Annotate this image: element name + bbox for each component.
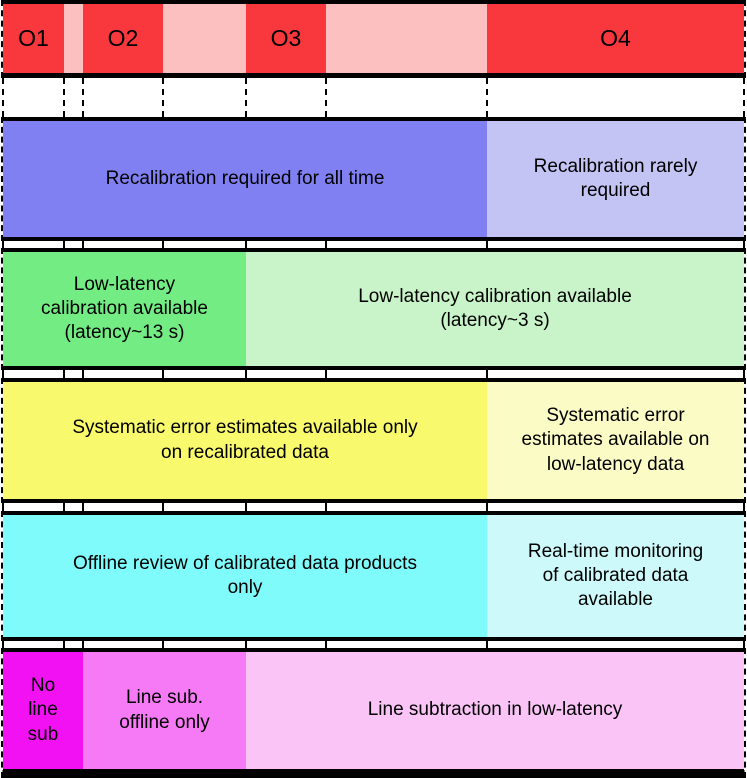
segment-lowlatency-13s: Low-latency calibration available (laten… xyxy=(3,252,246,366)
connector-tick xyxy=(245,503,247,511)
connector-tick xyxy=(82,241,84,248)
dashed-connector xyxy=(2,78,4,117)
connector-tick xyxy=(162,370,164,378)
calibrated-data-review-band: Offline review of calibrated data produc… xyxy=(1,511,746,641)
segment-offline-review: Offline review of calibrated data produc… xyxy=(3,515,487,637)
run-label-o2: O2 xyxy=(107,24,139,51)
connector-gap xyxy=(0,78,747,117)
connector-tick xyxy=(82,370,84,378)
connector-tick xyxy=(2,503,4,511)
dashed-connector xyxy=(63,78,65,117)
segment-recalibration-required: Recalibration required for all time xyxy=(3,121,487,237)
dashed-connector xyxy=(162,78,164,117)
dashed-connector xyxy=(245,78,247,117)
connector-tick xyxy=(743,370,745,378)
band-gap xyxy=(0,370,747,378)
segment-realtime-monitoring: Real-time monitoring of calibrated data … xyxy=(487,515,744,637)
connector-tick xyxy=(162,641,164,648)
band-gap xyxy=(0,641,747,648)
segment-linesub-offline: Line sub. offline only xyxy=(83,652,246,769)
segment-lowlatency-3s: Low-latency calibration available (laten… xyxy=(246,252,744,366)
band-gap xyxy=(0,503,747,511)
run-label-o4: O4 xyxy=(600,24,631,51)
connector-tick xyxy=(63,370,65,378)
connector-tick xyxy=(63,641,65,648)
connector-tick xyxy=(743,503,745,511)
run-segment-o4: O4 xyxy=(487,4,744,73)
run-segment-o3: O3 xyxy=(246,4,326,73)
run-label-o1: O1 xyxy=(18,24,49,51)
connector-tick xyxy=(486,503,488,511)
connector-tick xyxy=(325,241,327,248)
segment-no-line-sub: No line sub xyxy=(3,652,83,769)
connector-tick xyxy=(63,241,65,248)
band-gap xyxy=(0,241,747,248)
dashed-connector xyxy=(325,78,327,117)
low-latency-calibration-band: Low-latency calibration available (laten… xyxy=(1,248,746,370)
connector-tick xyxy=(2,241,4,248)
connector-tick xyxy=(162,241,164,248)
connector-tick xyxy=(245,641,247,648)
observing-runs-band: O1 O2 O3 O4 xyxy=(1,0,746,78)
dashed-connector xyxy=(486,78,488,117)
connector-tick xyxy=(2,370,4,378)
segment-linesub-lowlatency: Line subtraction in low-latency xyxy=(246,652,744,769)
connector-tick xyxy=(486,641,488,648)
recalibration-band: Recalibration required for all time Reca… xyxy=(1,117,746,241)
dashed-connector xyxy=(82,78,84,117)
connector-tick xyxy=(486,370,488,378)
connector-tick xyxy=(63,503,65,511)
connector-tick xyxy=(325,503,327,511)
connector-tick xyxy=(743,641,745,648)
run-segment-o1: O1 xyxy=(3,4,64,73)
line-subtraction-band: No line sub Line sub. offline only Line … xyxy=(1,648,746,778)
connector-tick xyxy=(325,641,327,648)
segment-syserr-lowlatency: Systematic error estimates available on … xyxy=(487,382,744,499)
connector-tick xyxy=(82,641,84,648)
run-label-o3: O3 xyxy=(270,24,302,51)
connector-tick xyxy=(82,503,84,511)
segment-syserr-recalibrated: Systematic error estimates available onl… xyxy=(3,382,487,499)
connector-tick xyxy=(743,241,745,248)
connector-tick xyxy=(245,241,247,248)
run-break-segment xyxy=(64,4,83,73)
connector-tick xyxy=(162,503,164,511)
connector-tick xyxy=(2,641,4,648)
connector-tick xyxy=(486,241,488,248)
dashed-connector xyxy=(743,78,745,117)
run-segment-o2: O2 xyxy=(83,4,163,73)
systematic-error-band: Systematic error estimates available onl… xyxy=(1,378,746,503)
segment-recalibration-rare: Recalibration rarely required xyxy=(487,121,744,237)
connector-tick xyxy=(325,370,327,378)
connector-tick xyxy=(245,370,247,378)
run-break-segment xyxy=(326,4,487,73)
run-break-segment xyxy=(163,4,246,73)
